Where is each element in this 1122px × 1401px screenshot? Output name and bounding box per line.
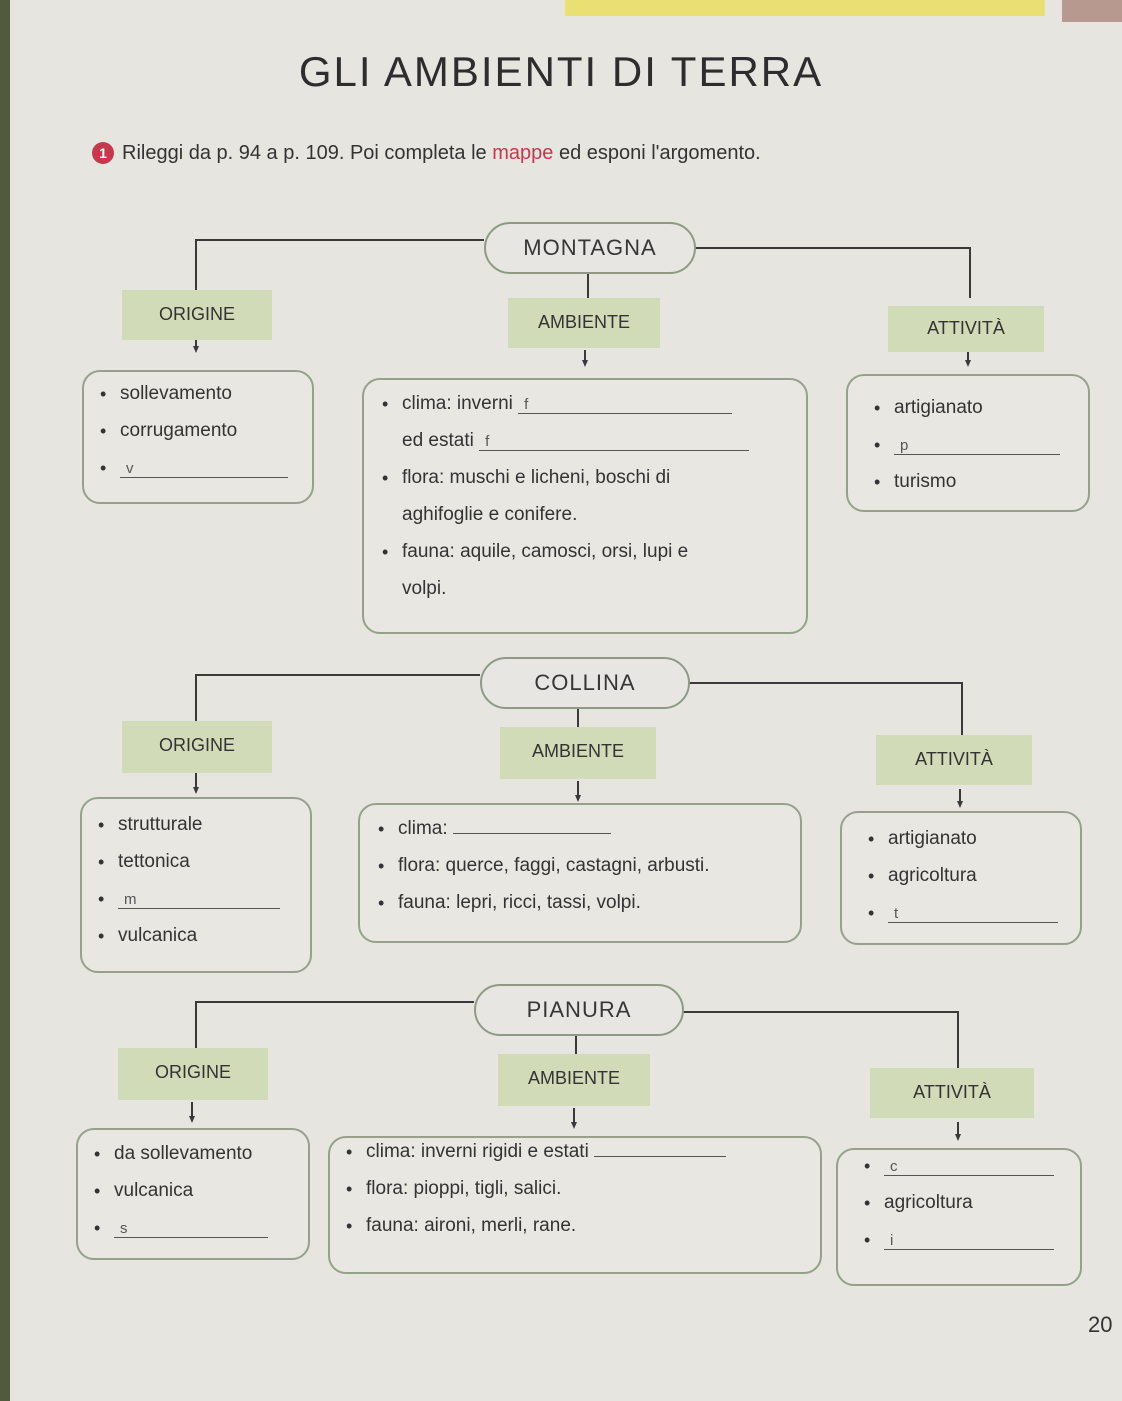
- origine-box: da sollevamento vulcanica s: [76, 1128, 310, 1260]
- list-item: fauna: lepri, ricci, tassi, volpi.: [376, 893, 800, 914]
- category-attivita: ATTIVITÀ: [870, 1068, 1034, 1118]
- ambiente-box: clima: inverni f ed estati f flora: musc…: [362, 378, 808, 634]
- topic-pianura: PIANURA: [474, 984, 684, 1036]
- map-connector-lines: [193, 239, 971, 367]
- category-attivita: ATTIVITÀ: [888, 306, 1044, 352]
- list-item: vulcanica: [92, 1181, 308, 1202]
- list-item: sollevamento: [98, 384, 312, 405]
- fill-in-blank[interactable]: [452, 833, 611, 834]
- list-item: strutturale: [96, 815, 310, 836]
- list-item-blank: m: [96, 889, 310, 909]
- list-item: clima:: [376, 819, 800, 839]
- list-item-blank: s: [92, 1218, 308, 1238]
- origine-box: strutturale tettonica m vulcanica: [80, 797, 312, 973]
- clima-text: clima: inverni rigidi e estati: [366, 1141, 589, 1162]
- attivita-box: artigianato p turismo: [846, 374, 1090, 512]
- list-item: agricoltura: [862, 1193, 1080, 1214]
- map-pianura: PIANURA ORIGINE AMBIENTE ATTIVITÀ da sol…: [0, 982, 1122, 1294]
- list-item: da sollevamento: [92, 1144, 308, 1165]
- fill-in-blank[interactable]: m: [118, 892, 280, 909]
- instruction-highlight: mappe: [492, 142, 554, 164]
- list-item: vulcanica: [96, 926, 310, 947]
- list-item: fauna: aironi, merli, rane.: [344, 1216, 820, 1237]
- book-edge: [0, 0, 10, 1401]
- attivita-box: artigianato agricoltura t: [840, 811, 1082, 945]
- list-item: flora: pioppi, tigli, salici.: [344, 1179, 820, 1200]
- map-connector-lines: [193, 674, 963, 808]
- instruction: 1 Rileggi da p. 94 a p. 109. Poi completa…: [92, 142, 761, 165]
- ambiente-box: clima: inverni rigidi e estati flora: pi…: [328, 1136, 822, 1274]
- category-ambiente: AMBIENTE: [500, 727, 656, 779]
- list-item-blank: t: [866, 903, 1080, 923]
- category-origine: ORIGINE: [122, 290, 272, 340]
- list-item-blank: i: [862, 1230, 1080, 1250]
- origine-box: sollevamento corrugamento v: [82, 370, 314, 504]
- list-item-continued: ed estati f: [380, 431, 806, 451]
- category-ambiente: AMBIENTE: [508, 298, 660, 348]
- clima-text-2: ed estati: [402, 430, 474, 451]
- instruction-text-start: Rileggi da p. 94 a p. 109. Poi completa …: [122, 142, 493, 164]
- ambiente-box: clima: flora: querce, faggi, castagni, a…: [358, 803, 802, 943]
- list-item-continued: volpi.: [402, 578, 447, 599]
- list-item: artigianato: [872, 398, 1088, 419]
- category-attivita: ATTIVITÀ: [876, 735, 1032, 785]
- clima-text: clima:: [398, 818, 448, 839]
- topic-collina: COLLINA: [480, 657, 690, 709]
- top-color-band: [565, 0, 1045, 16]
- list-item: tettonica: [96, 852, 310, 873]
- list-item-blank: c: [862, 1156, 1080, 1176]
- list-item: turismo: [872, 472, 1088, 493]
- list-item: corrugamento: [98, 421, 312, 442]
- list-item: agricoltura: [866, 866, 1080, 887]
- fill-in-blank[interactable]: i: [884, 1233, 1054, 1250]
- fill-in-blank[interactable]: [594, 1156, 727, 1157]
- list-item: clima: inverni rigidi e estati: [344, 1142, 820, 1162]
- map-collina: COLLINA ORIGINE AMBIENTE ATTIVITÀ strutt…: [0, 655, 1122, 975]
- fill-in-blank[interactable]: p: [894, 438, 1060, 455]
- list-item: flora: muschi e licheni, boschi di: [380, 468, 806, 489]
- list-item: artigianato: [866, 829, 1080, 850]
- category-origine: ORIGINE: [118, 1048, 268, 1100]
- fill-in-blank[interactable]: v: [120, 461, 288, 478]
- list-item-continued: aghifoglie e conifere.: [402, 504, 578, 525]
- map-connector-lines: [189, 1001, 961, 1141]
- category-ambiente: AMBIENTE: [498, 1054, 650, 1106]
- category-origine: ORIGINE: [122, 721, 272, 773]
- list-item: clima: inverni f: [380, 394, 806, 414]
- fill-in-blank[interactable]: t: [888, 906, 1058, 923]
- attivita-box: c agricoltura i: [836, 1148, 1082, 1286]
- instruction-text-end: ed esponi l'argomento.: [553, 142, 761, 164]
- corner-decoration: [1062, 0, 1122, 22]
- fill-in-blank[interactable]: f: [518, 397, 733, 414]
- fill-in-blank[interactable]: c: [884, 1159, 1054, 1176]
- list-item-blank: p: [872, 435, 1088, 455]
- list-item: fauna: aquile, camosci, orsi, lupi e: [380, 542, 806, 563]
- topic-montagna: MONTAGNA: [484, 222, 696, 274]
- exercise-number-badge: 1: [92, 142, 114, 164]
- list-item: flora: querce, faggi, castagni, arbusti.: [376, 856, 800, 877]
- list-item-blank: v: [98, 458, 312, 478]
- fill-in-blank[interactable]: s: [114, 1221, 268, 1238]
- fill-in-blank[interactable]: f: [479, 434, 750, 451]
- clima-text: clima: inverni: [402, 393, 513, 414]
- page-title: GLI AMBIENTI DI TERRA: [298, 48, 824, 95]
- map-montagna: MONTAGNA ORIGINE AMBIENTE ATTIVITÀ solle…: [0, 220, 1122, 640]
- page-number: 20: [1088, 1312, 1113, 1337]
